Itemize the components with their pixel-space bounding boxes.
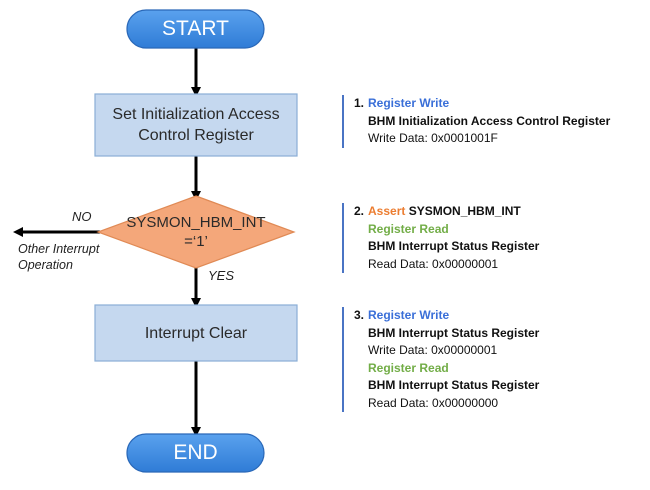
- note-3-action-read: Register Read: [368, 360, 449, 375]
- note-1-action: Register Write: [368, 96, 450, 110]
- note-3-register-write: BHM Interrupt Status Register: [368, 325, 540, 340]
- start-terminal: [126, 9, 265, 49]
- note-3-number: 3.: [354, 308, 365, 322]
- process-interrupt-clear: [94, 304, 298, 362]
- end-label: END: [173, 441, 218, 464]
- step1-label: Set Initialization Access Control Regist…: [95, 94, 297, 156]
- start-label: START: [162, 17, 229, 40]
- step1-line2: Control Register: [138, 127, 254, 144]
- note-3-read-data: Read Data: 0x00000000: [368, 395, 499, 410]
- process-set-init-access: [94, 93, 298, 157]
- step1-line1: Set Initialization Access: [112, 106, 280, 123]
- note-1-register: BHM Initialization Access Control Regist…: [368, 113, 611, 128]
- note-2-data: Read Data: 0x00000001: [368, 256, 499, 271]
- note-2-register: BHM Interrupt Status Register: [368, 239, 540, 253]
- note-1-data: Write Data: 0x0001001F: [368, 131, 498, 145]
- yes-label: YES: [208, 268, 235, 283]
- decision-line2: =‘1’: [184, 233, 208, 250]
- note-1-number: 1.: [354, 96, 365, 110]
- note-2-signal: SYSMON_HBM_INT: [405, 204, 521, 218]
- other-operation-label: Other Interrupt Operation: [18, 241, 99, 273]
- no-label: NO: [72, 209, 92, 224]
- step2-label: Interrupt Clear: [144, 324, 248, 342]
- note-2-action: Register Read: [368, 221, 449, 236]
- decision-sysmon-hbm-int: [96, 195, 296, 269]
- decision-line1: SYSMON_HBM_INT: [126, 214, 266, 231]
- other-operation-line1: Other Interrupt: [18, 242, 100, 256]
- note-3-register-read: BHM Interrupt Status Register: [368, 378, 540, 392]
- note-2-number: 2.: [354, 204, 365, 218]
- note-step-2: 2.Assert SYSMON_HBM_INT Register Read BH…: [342, 203, 539, 273]
- end-terminal: [126, 433, 265, 473]
- note-step-3: 3.Register Write BHM Interrupt Status Re…: [342, 307, 539, 412]
- decision-label: SYSMON_HBM_INT =‘1’: [108, 212, 284, 252]
- other-operation-line2: Operation: [18, 258, 73, 272]
- note-3-action-write: Register Write: [368, 308, 450, 322]
- note-step-1: 1.Register Write BHM Initialization Acce…: [342, 95, 610, 148]
- note-3-write-data: Write Data: 0x00000001: [368, 343, 498, 357]
- note-2-assert: Assert: [368, 204, 406, 218]
